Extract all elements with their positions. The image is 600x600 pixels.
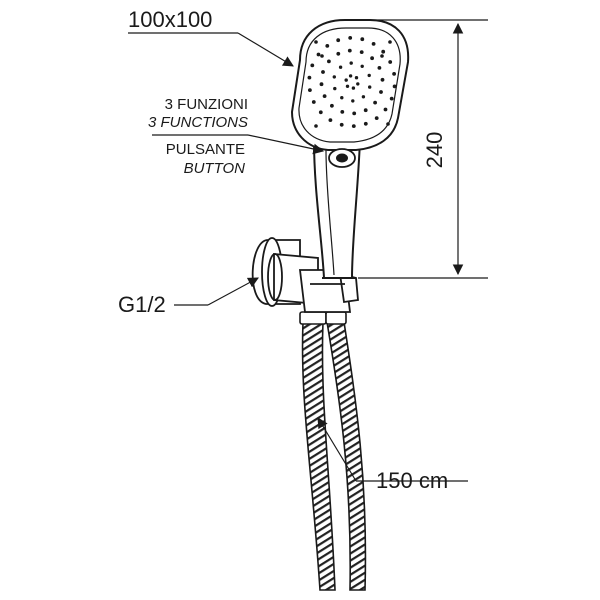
nozzle-dot [363, 108, 368, 113]
nozzle-dot [328, 118, 333, 122]
nozzle-dot [351, 86, 356, 90]
nozzle-dot [339, 122, 344, 127]
nozzle-dot [361, 95, 366, 99]
nozzle-dot [381, 49, 386, 54]
nozzle-dot [383, 107, 388, 112]
nozzle-pattern [307, 36, 397, 128]
nozzle-dot [314, 124, 318, 128]
nozzle-dot [348, 36, 353, 40]
nozzle-dot [374, 116, 379, 120]
nozzle-dot [377, 66, 382, 70]
nozzle-dot [388, 40, 392, 44]
nozzle-dot [330, 103, 334, 108]
button-label-it: PULSANTE [166, 141, 245, 158]
nozzle-dot [392, 84, 397, 89]
nozzle-dot [360, 64, 364, 69]
nozzle-dot [344, 78, 348, 82]
hose-length-label: 150 cm [376, 468, 448, 493]
thread-label: G1/2 [118, 292, 166, 317]
nozzle-dot [321, 70, 325, 74]
wall-bracket [251, 237, 359, 313]
nozzle-dot [348, 74, 353, 78]
nozzle-dot [325, 44, 330, 48]
nozzle-dot [392, 72, 396, 76]
button-label-en: BUTTON [184, 160, 246, 177]
nozzle-dot [380, 77, 385, 82]
nozzle-dot [363, 121, 368, 126]
nozzle-dot [367, 73, 371, 78]
height-dimension-label: 240 [422, 132, 447, 169]
nozzle-dot [351, 124, 356, 128]
nozzle-dot [318, 110, 323, 115]
nozzle-dot [349, 61, 353, 65]
nozzle-dot [352, 111, 357, 116]
nozzle-dot [314, 40, 318, 44]
nozzle-dot [371, 42, 376, 46]
nozzle-dot [373, 100, 377, 105]
nozzle-dot [370, 56, 374, 61]
leader-lines [128, 32, 468, 482]
nozzle-dot [316, 52, 321, 57]
nozzle-dot [310, 63, 315, 68]
nozzle-dot [333, 86, 337, 91]
nozzle-dot [340, 110, 345, 114]
nozzle-dot [347, 48, 352, 53]
height-dimension [358, 19, 488, 279]
nozzle-dot [307, 75, 312, 80]
hand-shower [290, 19, 410, 279]
nozzle-dot [332, 75, 336, 79]
nozzle-dot [386, 122, 390, 126]
functions-label-en: 3 FUNCTIONS [148, 114, 248, 131]
nozzle-dot [320, 54, 324, 58]
nozzle-dot [322, 94, 327, 98]
nozzle-dot [338, 65, 343, 69]
nozzle-dot [308, 88, 312, 92]
nozzle-dot [356, 82, 360, 86]
nozzle-dot [388, 60, 393, 64]
nozzle-dot [327, 59, 331, 64]
nozzle-dot [340, 96, 344, 100]
nozzle-dot [319, 82, 324, 87]
nozzle-dot [311, 100, 316, 104]
nozzle-dot [359, 50, 364, 54]
nozzle-dot [360, 37, 365, 42]
nozzle-dot [345, 84, 350, 89]
nozzle-dot [389, 96, 394, 101]
nozzle-dot [379, 90, 383, 94]
nozzle-dot [380, 54, 384, 58]
flexible-hose [299, 311, 367, 591]
nozzle-dot [336, 38, 341, 43]
nozzle-dot [336, 51, 341, 56]
nozzle-dot [354, 76, 359, 80]
nozzle-dot [351, 99, 355, 103]
nozzle-dot [368, 85, 372, 89]
head-size-label: 100x100 [128, 7, 212, 32]
functions-label-it: 3 FUNZIONI [165, 96, 248, 113]
